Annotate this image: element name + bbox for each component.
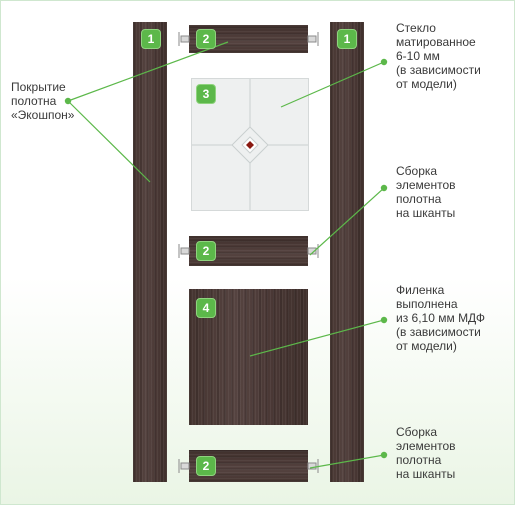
badge-stile-left: 1 bbox=[141, 29, 161, 49]
mdf-panel bbox=[189, 289, 308, 425]
dowel-bottom-right bbox=[307, 462, 317, 470]
glass-center-gem bbox=[246, 141, 254, 149]
leader-lines bbox=[67, 41, 385, 469]
dowel-mid-left bbox=[180, 247, 190, 255]
badge-rail-bottom: 2 bbox=[196, 456, 216, 476]
dowel-mid-right bbox=[307, 247, 317, 255]
left-stile bbox=[133, 22, 167, 482]
badge-panel: 4 bbox=[196, 298, 216, 318]
dowels bbox=[180, 35, 317, 470]
badge-rail-top: 2 bbox=[196, 29, 216, 49]
leader-dots bbox=[64, 58, 388, 459]
dowel-top-right bbox=[307, 35, 317, 43]
badge-glass: 3 bbox=[196, 84, 216, 104]
badge-rail-middle: 2 bbox=[196, 241, 216, 261]
label-glass: Стекло матированное 6-10 мм (в зависимос… bbox=[396, 21, 481, 91]
glass-pattern bbox=[192, 79, 308, 210]
dowel-top-left bbox=[180, 35, 190, 43]
label-panel: Филенка выполнена из 6,10 мм МДФ (в зави… bbox=[396, 283, 486, 353]
right-stile bbox=[330, 22, 364, 482]
label-assembly-bottom: Сборка элементов полотна на шканты bbox=[396, 425, 456, 481]
badge-stile-right: 1 bbox=[337, 29, 357, 49]
dowel-pins bbox=[178, 32, 319, 473]
dowel-bottom-left bbox=[180, 462, 190, 470]
label-assembly-top: Сборка элементов полотна на шканты bbox=[396, 164, 456, 220]
label-coating: Покрытие полотна «Экошпон» bbox=[11, 80, 75, 122]
